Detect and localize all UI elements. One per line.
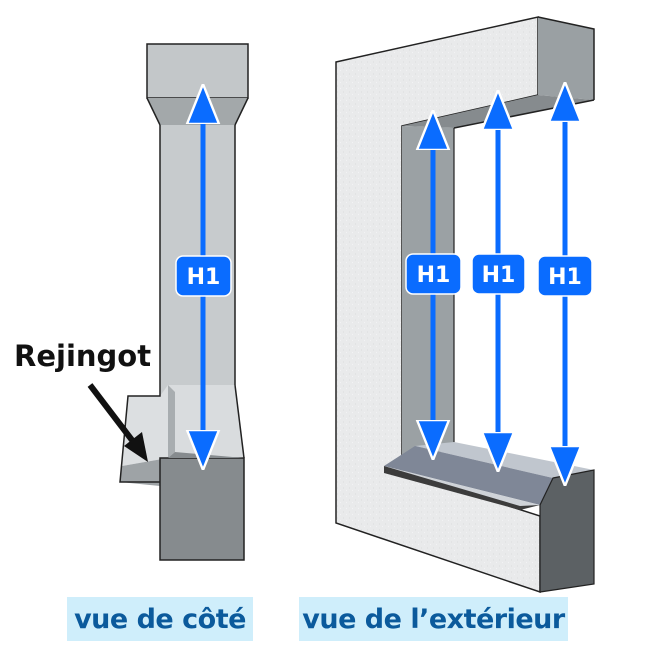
side-view: H1 Rejingot bbox=[14, 43, 249, 561]
side-column bbox=[160, 125, 235, 385]
lintel-side bbox=[538, 17, 594, 100]
side-sill-top bbox=[168, 385, 244, 458]
side-view-caption-box: vue de côté bbox=[67, 597, 253, 641]
rejingot-step bbox=[122, 385, 175, 466]
exterior-h1-label-2: H1 bbox=[482, 263, 516, 288]
exterior-h1-badge-2: H1 bbox=[471, 253, 526, 295]
exterior-h1-label-3: H1 bbox=[548, 265, 582, 290]
exterior-h1-badge-3: H1 bbox=[537, 255, 593, 297]
side-lintel-block bbox=[146, 43, 249, 99]
side-h1-label: H1 bbox=[187, 265, 221, 290]
sill-base-side bbox=[539, 469, 595, 593]
exterior-view: H1 H1 H1 bbox=[335, 16, 595, 594]
exterior-h1-label-1: H1 bbox=[417, 263, 451, 288]
left-jamb-reveal bbox=[402, 126, 454, 472]
sill-slope bbox=[384, 446, 553, 505]
side-wall-base bbox=[159, 457, 245, 561]
rejingot-label: Rejingot bbox=[14, 339, 151, 373]
exterior-view-caption-box: vue de l’extérieur bbox=[299, 597, 568, 641]
exterior-h1-badge-1: H1 bbox=[405, 253, 462, 295]
side-h1-badge: H1 bbox=[175, 255, 232, 297]
exterior-view-caption: vue de l’extérieur bbox=[302, 603, 565, 635]
pointer-arrow-icon bbox=[87, 383, 148, 462]
side-lintel-chamfer bbox=[147, 98, 248, 125]
side-view-caption: vue de côté bbox=[74, 603, 246, 635]
sill-front bbox=[384, 466, 540, 509]
